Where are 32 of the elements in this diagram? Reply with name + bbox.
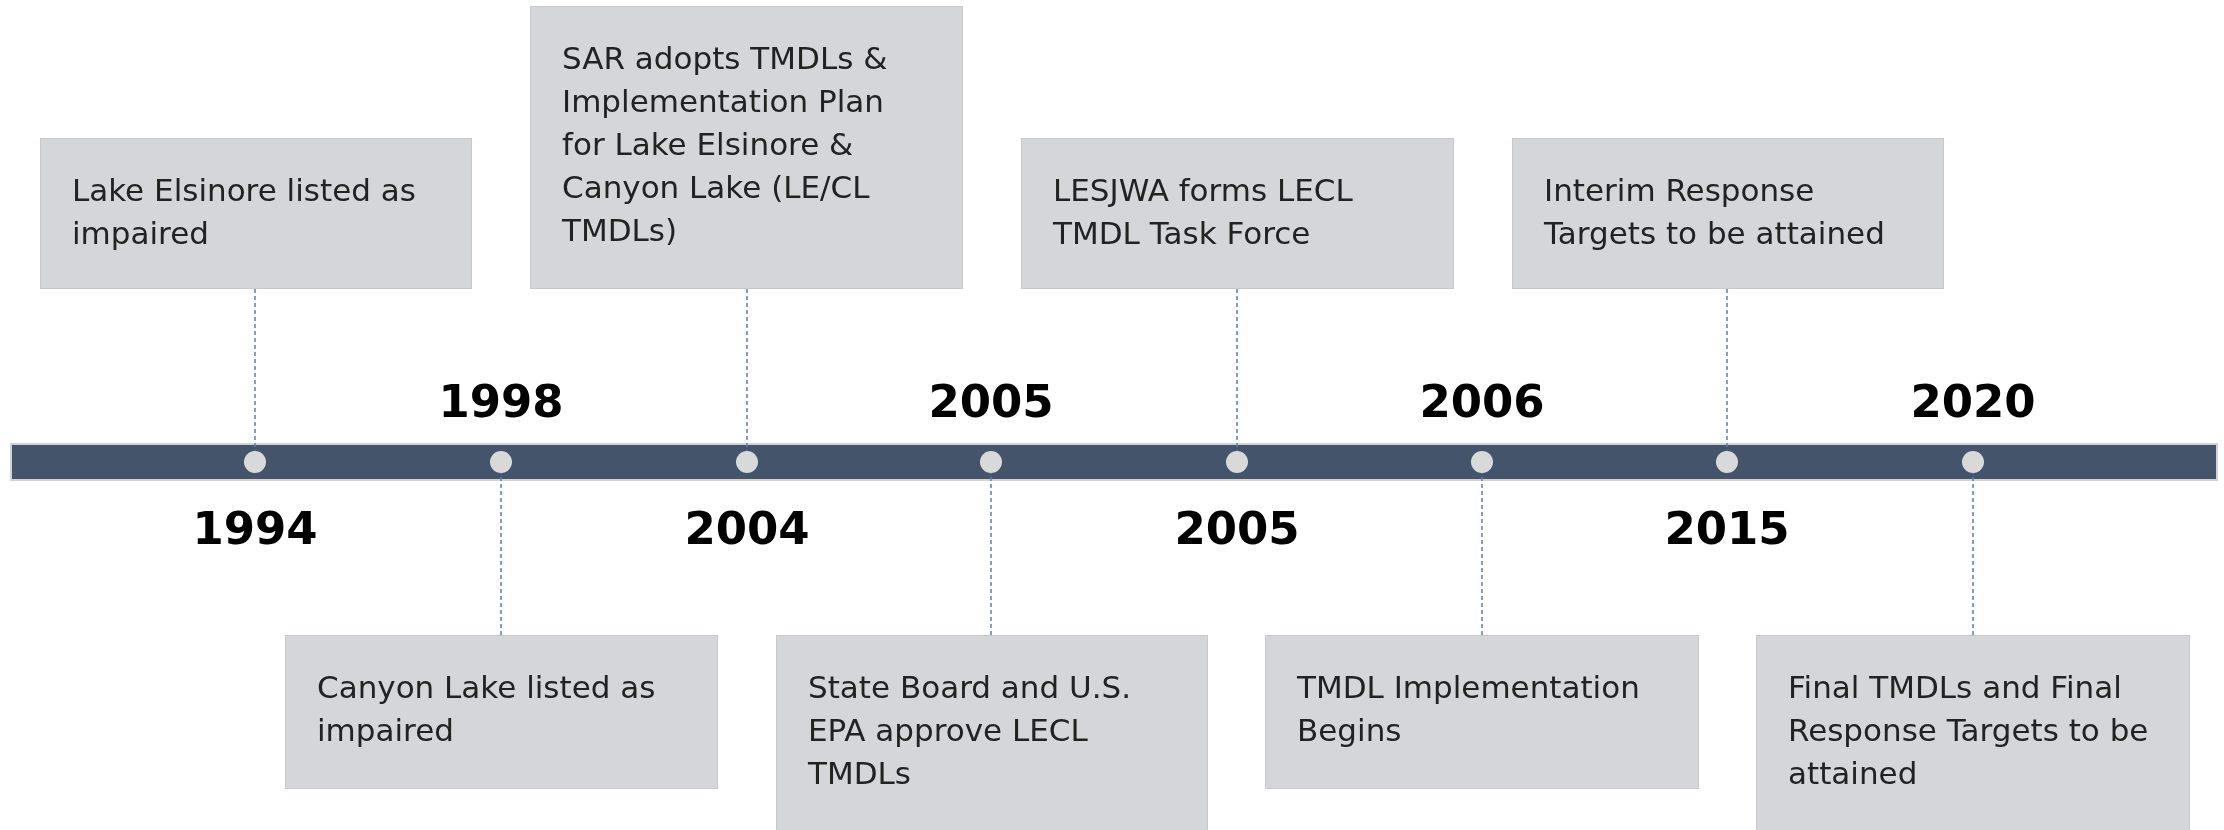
event-text: LESJWA forms LECL TMDL Task Force — [1053, 171, 1354, 253]
event-box — [1265, 635, 1699, 789]
event-box — [1021, 138, 1454, 289]
event-box — [40, 138, 472, 289]
event-box — [1756, 635, 2190, 830]
event-box — [285, 635, 718, 789]
connector-line — [1236, 288, 1238, 452]
event-text: State Board and U.S. EPA approve LECL TMDLs — [808, 668, 1133, 793]
event-box — [1512, 138, 1944, 289]
connector-line — [500, 472, 502, 636]
event-text: Lake Elsinore listed as impaired — [72, 171, 417, 253]
year-label: 2004 — [684, 502, 810, 555]
connector-line — [254, 288, 256, 452]
event-text: TMDL Implementation Begins — [1297, 668, 1641, 750]
event-box — [530, 6, 963, 289]
year-label: 2020 — [1910, 375, 2036, 428]
event-text: Final TMDLs and Final Response Targets to be attained — [1788, 668, 2150, 793]
event-text: Interim Response Targets to be attained — [1544, 171, 1886, 253]
connector-line — [1481, 472, 1483, 636]
year-label: 2015 — [1664, 502, 1790, 555]
year-label: 1994 — [192, 502, 318, 555]
connector-line — [990, 472, 992, 636]
event-text: SAR adopts TMDLs & Implementation Plan for Lake Elsinore & Canyon Lake (LE/CL TMDLs) — [562, 39, 889, 250]
connector-line — [1972, 472, 1974, 636]
connector-line — [1726, 288, 1728, 452]
year-label: 2005 — [928, 375, 1054, 428]
year-label: 1998 — [438, 375, 564, 428]
event-text: Canyon Lake listed as impaired — [317, 668, 657, 750]
event-box — [776, 635, 1208, 830]
connector-line — [746, 288, 748, 452]
year-label: 2006 — [1419, 375, 1545, 428]
year-label: 2005 — [1174, 502, 1300, 555]
